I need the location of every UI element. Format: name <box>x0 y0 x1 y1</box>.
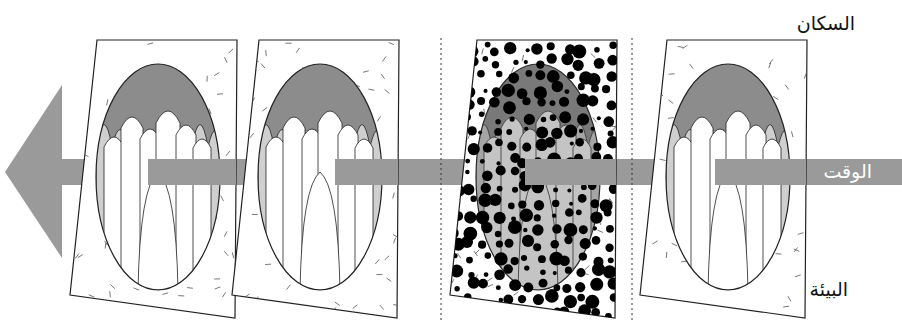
environment-frame <box>640 40 807 318</box>
environment-label: البيئة <box>810 280 848 299</box>
population-label: السكان <box>797 14 855 33</box>
environment-frame <box>232 40 399 318</box>
arrow-shaft <box>148 159 236 185</box>
arrow-shaft <box>715 159 806 185</box>
separator-line <box>441 38 442 320</box>
environment-texture <box>445 48 625 318</box>
arrow-shaft <box>335 159 398 185</box>
separator-line <box>632 38 633 320</box>
population-panel <box>232 40 404 318</box>
environment-frame <box>450 40 617 318</box>
time-label: الوقت <box>823 162 872 181</box>
arrow-shaft <box>525 159 616 185</box>
pollution-dots <box>446 42 620 323</box>
environment-texture <box>237 42 403 311</box>
arrow-head <box>5 85 62 258</box>
environment-texture <box>636 45 812 314</box>
environment-texture <box>70 43 236 320</box>
population-panel <box>70 40 237 320</box>
environment-frame <box>70 40 237 318</box>
population-panel <box>445 40 625 322</box>
population-panel <box>636 40 812 318</box>
